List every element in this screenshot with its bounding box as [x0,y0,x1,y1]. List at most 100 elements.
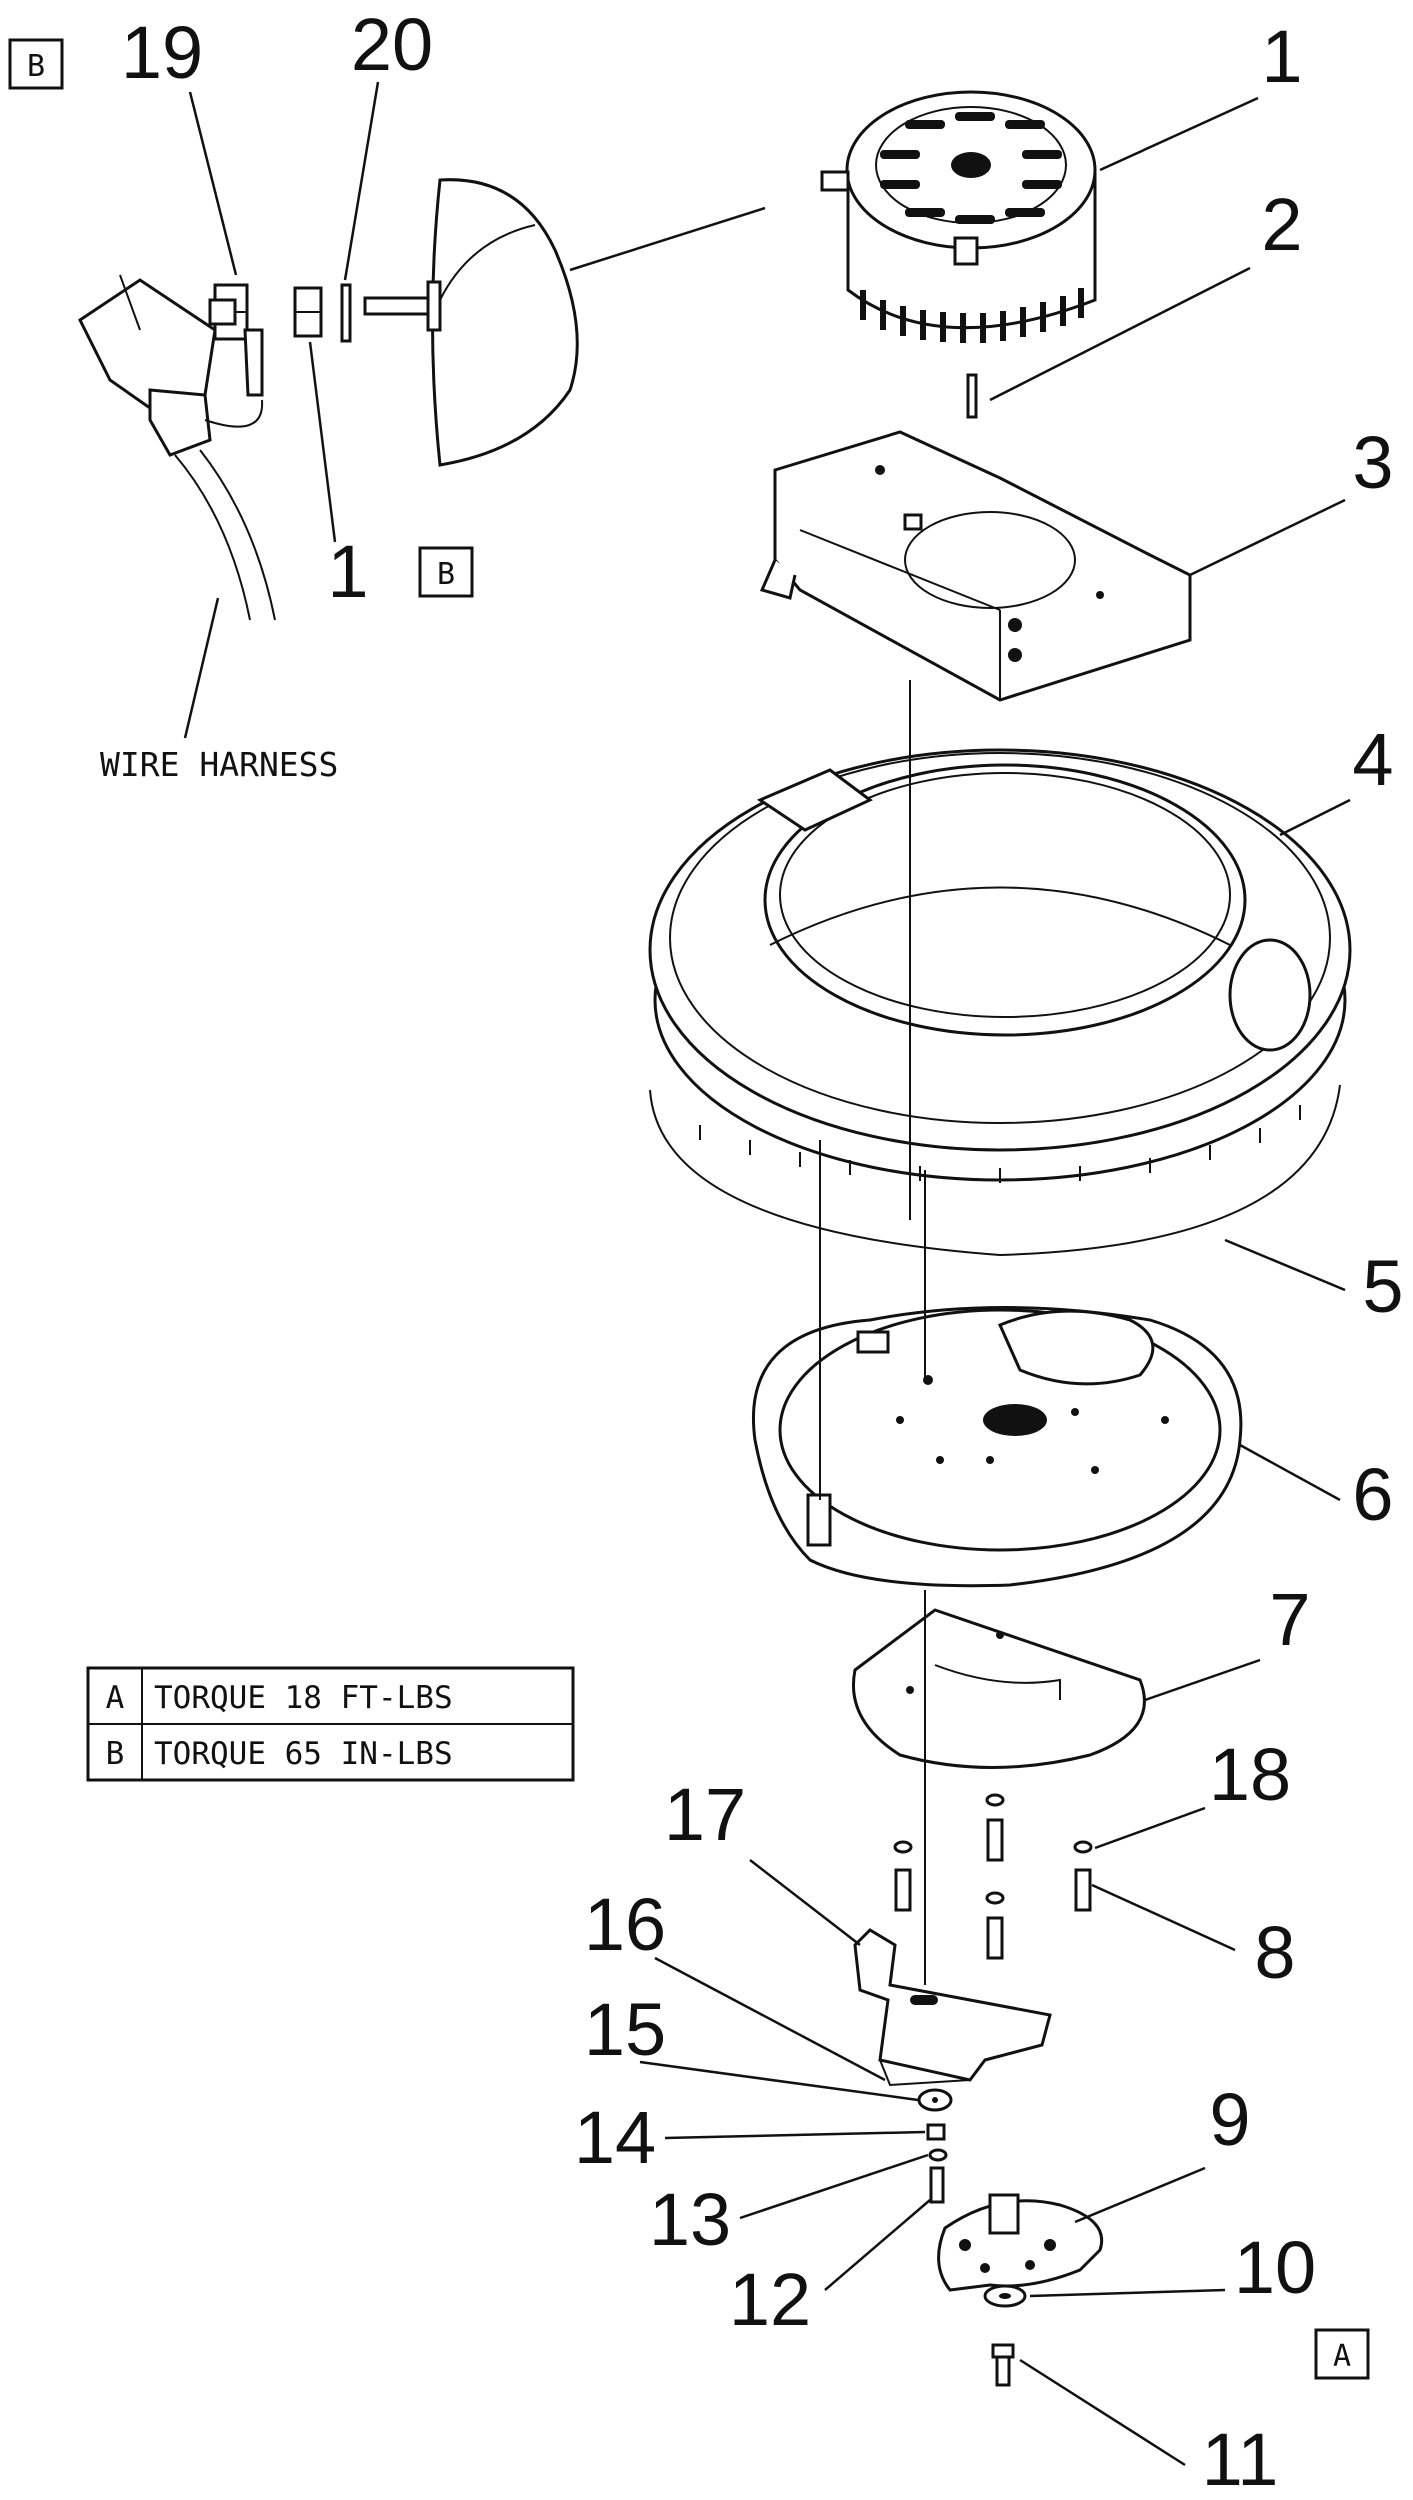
callout-2: 2 [1261,183,1302,266]
base-plate-center-hole [983,1404,1047,1436]
hub-center-boss [988,2193,1020,2235]
gasket-part-5 [649,1084,1341,1257]
motor-side-stud [820,170,850,192]
bracket-body [773,430,1192,702]
leader-4 [1279,798,1351,837]
callout-8: 8 [1254,1911,1295,1994]
wire-harness-cable-b [199,449,276,621]
sensor-bracket-slot [910,1995,938,2005]
leader-7 [1144,1658,1261,1702]
bolts-and-washers [893,1793,1093,1960]
sensor-bracket-tab [879,2059,971,2087]
callout-3: 3 [1352,421,1393,504]
washer-part-20 [340,283,352,343]
motor-vent-slots [880,112,1062,224]
motor-assembly [820,90,1097,343]
washer-18-b [893,1840,913,1854]
ring-inner-opening [763,763,1247,1037]
leader-9 [1074,2166,1206,2224]
bracket-center-opening [904,511,1076,609]
assembly-center-lines [819,680,926,1985]
washer-15-hole [932,2097,938,2103]
washer-18-d [985,1891,1005,1905]
callout-1: 1 [1261,15,1302,98]
housing-curve-line [439,224,536,301]
detail-b-ref-box [418,546,474,598]
leader-12 [824,2199,931,2291]
detail-b-connector-line [569,206,766,272]
bolt-8-b [894,1868,912,1912]
bracket-hole-b [1008,618,1022,632]
cover-plate-hole-a [996,1631,1004,1639]
leader-3 [1189,498,1346,577]
callout-17: 17 [664,1773,746,1856]
torque-row-b-key: B [106,1736,125,1772]
callout-13: 13 [649,2178,731,2261]
base-plate-opening [998,1309,1155,1386]
detail-b-ref-letter: B [437,557,455,592]
cover-plate-part-7 [852,1608,1146,1769]
ring-inner-band [769,886,1231,946]
leader-1-detail [308,341,337,543]
hub-hole-a [959,2239,971,2251]
key-pin-part-2 [966,373,978,419]
wire-harness-leader [183,597,220,739]
base-plate-holes [896,1375,1169,1474]
connector-boot [148,388,212,457]
stud-collar [426,280,442,332]
callout-7: 7 [1269,1578,1310,1661]
ring-tick-marks [699,1105,1301,1183]
cover-plate-hole-b [906,1686,914,1694]
bracket-hole-a [875,465,885,475]
leader-10 [1029,2288,1226,2298]
washer-part-13 [928,2148,948,2162]
hub-hole-d [980,2263,990,2273]
callout-5: 5 [1362,1245,1403,1328]
nut-part-14 [926,2123,946,2141]
torque-spec-table: A TORQUE 18 FT-LBS B TORQUE 65 IN-LBS [86,1666,575,1782]
leader-8 [1091,1883,1236,1952]
hub-hole-c [1025,2260,1035,2270]
leader-20 [343,81,380,281]
washer-10-hole [999,2293,1011,2299]
callout-4: 4 [1352,718,1393,801]
callout-11: 11 [1202,2418,1279,2500]
detail-b-title-letter: B [27,49,45,84]
motor-cooling-fins [860,288,1084,343]
torque-row-b-spec: TORQUE 65 IN-LBS [154,1736,453,1772]
terminal-tab [243,328,264,397]
ring-inner-lip [779,772,1231,1018]
callout-15: 15 [584,1988,666,2071]
hub-part-9 [937,2193,1103,2292]
leader-19 [188,91,238,276]
callout-9: 9 [1209,2078,1250,2161]
ring-terminal [208,298,237,326]
callout-16: 16 [584,1883,666,1966]
detail-a-ref-letter: A [1333,2339,1351,2374]
ring-notch [756,768,873,832]
leader-15 [639,2060,919,2102]
callout-1-detail: 1 [327,530,368,613]
hub-hole-b [1044,2239,1056,2251]
detail-b-title-box [8,38,64,90]
bolt-11-shank [995,2355,1011,2387]
leader-5 [1224,1238,1346,1292]
washer-18-c [1073,1840,1093,1854]
ring-top-rim [669,752,1331,1124]
leader-2 [989,266,1251,402]
wire-harness-cable-a [174,454,251,621]
leader-14 [664,2130,926,2140]
callout-19: 19 [121,11,203,94]
leader-17 [749,1859,861,1946]
callout-12: 12 [729,2258,811,2341]
torque-row-a-key: A [106,1680,125,1716]
callout-14: 14 [574,2096,656,2179]
detail-a-ref-box [1314,2328,1370,2380]
callout-10: 10 [1234,2226,1316,2309]
callout-18: 18 [1209,1733,1291,1816]
connector-latch [119,274,141,331]
motor-center-hub [951,152,991,178]
base-plate-slot [856,1330,890,1354]
bracket-hole-c [1008,648,1022,662]
